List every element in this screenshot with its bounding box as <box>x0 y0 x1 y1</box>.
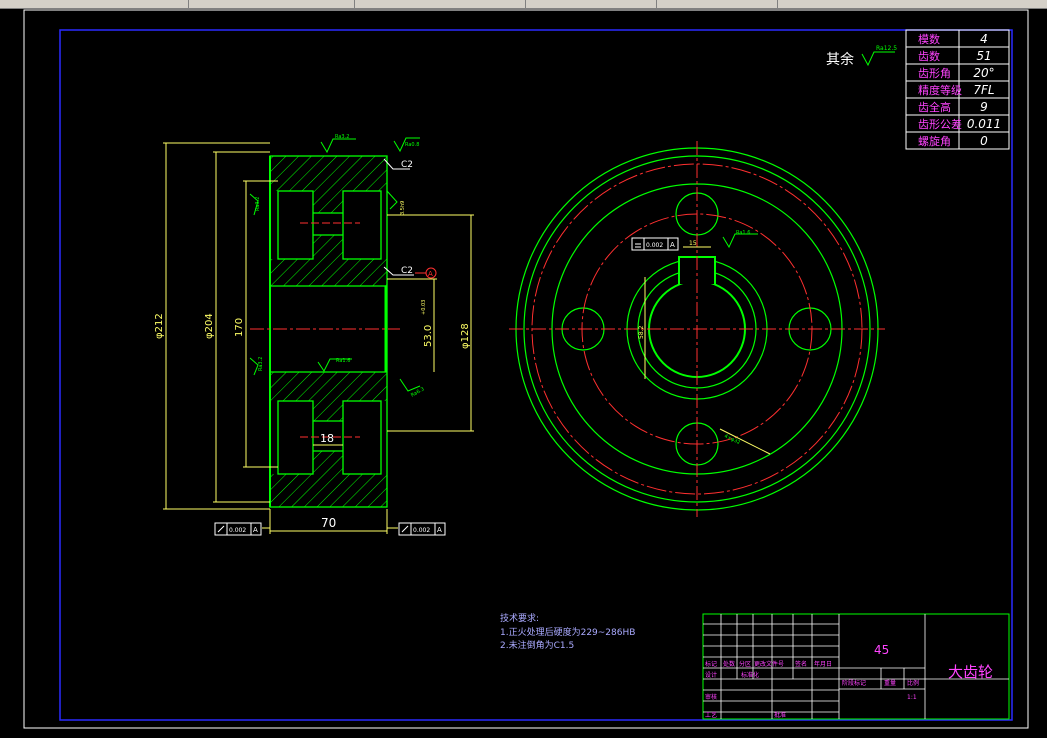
tb-label-weight: 重量 <box>884 679 896 687</box>
tech-line-1: 1.正火处理后硬度为229~286HB <box>500 626 635 638</box>
param-label: 齿全高 <box>918 100 951 114</box>
tolerance-value-left: 0.002 <box>229 527 246 534</box>
param-label: 齿数 <box>918 50 940 63</box>
drawing-frame <box>59 29 1013 721</box>
dim-tip-diameter: φ204 <box>204 313 215 339</box>
front-view: 58.2 15 4×φ32 0.002 A <box>509 141 885 517</box>
tolerance-frame-left: 0.002 A <box>214 522 262 536</box>
chamfer-note-top: C2 <box>401 160 413 170</box>
tolerance-datum-right: A <box>437 526 442 534</box>
roughness-6: Ra6.3 <box>410 386 425 398</box>
roughness-1: Ra3.2 <box>335 134 349 140</box>
dim-rim-diameter: 170 <box>234 318 245 337</box>
chamfer-note-bore: C2 <box>401 266 413 276</box>
dim-bore-tolerance: +0.03 <box>421 300 427 315</box>
technical-requirements: 技术要求: 1.正火处理后硬度为229~286HB 2.未注倒角为C1.5 <box>500 612 635 651</box>
sheet-border <box>23 9 1029 729</box>
datum-a-label: A <box>428 270 433 278</box>
toolbar-segment[interactable] <box>355 0 526 8</box>
param-label: 螺旋角 <box>918 134 951 148</box>
part-name: 大齿轮 <box>948 663 993 681</box>
tb-label-count: 处数 <box>723 660 735 668</box>
param-label: 齿形公差 <box>918 117 962 131</box>
param-value: 51 <box>976 49 991 63</box>
surface-note-value: Ra12.5 <box>876 45 897 52</box>
toolbar-segment[interactable] <box>526 0 657 8</box>
tolerance-value-front: 0.002 <box>646 242 663 249</box>
tolerance-value-right: 0.002 <box>413 527 430 534</box>
tb-label-date: 年月日 <box>814 660 832 668</box>
key-width: 15 <box>689 240 697 247</box>
key-dimension: 58.2 <box>638 325 645 339</box>
roughness-2: Ra0.8 <box>405 142 419 148</box>
toolbar-segment[interactable] <box>189 0 355 8</box>
param-value: 0.011 <box>967 117 1001 131</box>
roughness-3: Ra3.2 <box>255 197 261 211</box>
param-label: 齿形角 <box>918 67 951 80</box>
tolerance-datum-front: A <box>670 241 675 249</box>
roughness-5: Ra3.2 <box>258 357 264 371</box>
param-value: 7FL <box>973 83 994 97</box>
roughness-4: Ra1.6 <box>336 358 350 364</box>
title-block: 45 大齿轮 标记 处数 分区 更改文件号 签名 年月日 设计 标准化 阶段标记… <box>702 613 1010 720</box>
param-value: 4 <box>980 32 988 46</box>
tb-label-mark: 标记 <box>705 660 717 668</box>
tb-label-review: 审核 <box>705 693 717 701</box>
tb-label-process: 工艺 <box>705 711 717 719</box>
window-toolbar-strip <box>0 0 1047 9</box>
tb-label-approve: 批准 <box>774 711 786 719</box>
gear-parameter-table: 模数 4 齿数 51 齿形角 20° 精度等级 7FL 齿全高 9 齿形公差 0.011 螺旋角 0 <box>905 29 1010 150</box>
dim-face-width: 70 <box>321 516 336 530</box>
tb-label-change: 更改文件号 <box>754 660 784 668</box>
tb-scale-value: 1:1 <box>907 694 917 701</box>
tolerance-frame-right: 0.002 A <box>398 522 446 536</box>
dim-bore: 53.0 <box>423 325 434 347</box>
roughness-7: Ra1.6 <box>736 230 750 236</box>
dim-hub-diameter: φ128 <box>460 323 471 349</box>
section-view: φ212 φ204 170 φ128 53.0 +0.03 70 18 C2 C… <box>154 134 758 536</box>
param-label: 模数 <box>918 33 940 46</box>
surface-note: 其余 Ra12.5 <box>826 45 897 68</box>
tb-label-sign: 签名 <box>795 660 807 668</box>
tb-label-standard: 标准化 <box>741 671 759 679</box>
param-value: 9 <box>980 100 988 114</box>
dim-outer-diameter: φ212 <box>154 313 165 339</box>
tech-line-2: 2.未注倒角为C1.5 <box>500 639 574 651</box>
param-label: 精度等级 <box>918 83 962 97</box>
tb-label-zone: 分区 <box>739 660 751 668</box>
tolerance-frame-front: 0.002 A <box>631 237 679 251</box>
toolbar-segment[interactable] <box>657 0 778 8</box>
param-value: 0 <box>980 134 988 148</box>
surface-note-prefix: 其余 <box>826 51 854 68</box>
param-value: 20° <box>973 66 994 80</box>
tb-label-design: 设计 <box>705 671 717 679</box>
tech-title: 技术要求: <box>500 612 539 624</box>
dim-web-width: 18 <box>320 432 334 445</box>
tb-label-stage: 阶段标记 <box>842 679 866 687</box>
tolerance-datum-left: A <box>253 526 258 534</box>
toolbar-segment[interactable] <box>0 0 189 8</box>
material-label: 45 <box>874 643 889 657</box>
drawing-canvas[interactable]: 其余 Ra12.5 模数 4 齿数 51 齿形角 20° 精度等级 7FL 齿全高 9 齿形公差 0.… <box>0 9 1047 734</box>
tb-label-scale: 比例 <box>907 679 919 687</box>
side-dimension: 3.5h9 <box>400 201 406 215</box>
